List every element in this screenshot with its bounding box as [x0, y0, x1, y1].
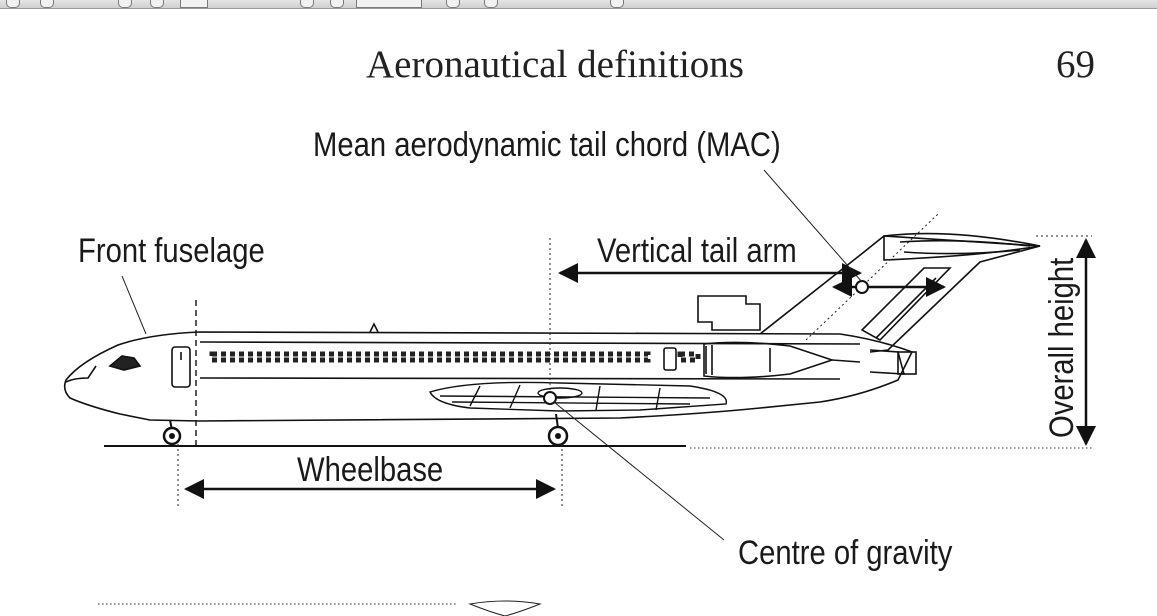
mac-leader — [763, 169, 863, 283]
cg-marker — [543, 391, 557, 405]
rotate-left-icon[interactable] — [300, 0, 314, 8]
page-header: Aeronautical definitions 69 — [0, 38, 1157, 98]
fuselage-windows — [209, 351, 701, 363]
centre-of-gravity-label: Centre of gravity — [738, 533, 953, 572]
main-gear — [547, 413, 569, 447]
front-fuselage-leader — [121, 275, 147, 335]
cg-leader — [553, 401, 725, 541]
page-field[interactable] — [356, 0, 422, 8]
toolbar-icon[interactable] — [40, 0, 54, 8]
mac-point-marker — [855, 280, 869, 294]
viewer-toolbar — [0, 0, 1157, 9]
zoom-out-icon[interactable] — [118, 0, 132, 8]
aircraft-fuselage — [63, 322, 914, 422]
fit-width-icon[interactable] — [484, 0, 498, 8]
nose-gear — [162, 419, 182, 446]
overall-height-label: Overall height — [1042, 258, 1081, 438]
zoom-in-icon[interactable] — [150, 0, 164, 8]
rotate-right-icon[interactable] — [330, 0, 344, 8]
next-figure-fragment — [468, 600, 542, 616]
toolbar-icon[interactable] — [6, 0, 20, 8]
wheelbase-label: Wheelbase — [297, 450, 443, 489]
page-number: 69 — [1056, 43, 1095, 86]
fit-page-icon[interactable] — [446, 0, 460, 8]
tail-engine — [703, 341, 917, 379]
mac-label: Mean aerodynamic tail chord (MAC) — [313, 125, 781, 164]
page-title: Aeronautical definitions — [366, 43, 744, 86]
vertical-tail-arm-label: Vertical tail arm — [597, 231, 797, 270]
front-fuselage-label: Front fuselage — [78, 231, 265, 270]
zoom-field[interactable] — [180, 0, 208, 8]
wing — [429, 381, 728, 412]
print-icon[interactable] — [610, 0, 624, 8]
